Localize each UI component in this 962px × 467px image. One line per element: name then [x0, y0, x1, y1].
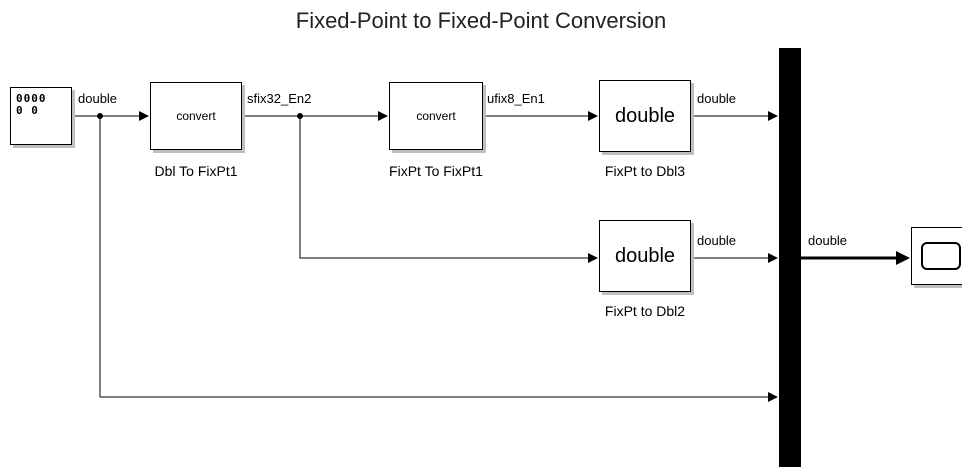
source-block[interactable]: 0000 0 0 [10, 87, 72, 145]
bus-arrowhead [896, 251, 910, 265]
signal-label-convert1-out: sfix32_En2 [247, 91, 312, 106]
dbl-to-fixpt1-block[interactable]: convert [150, 82, 242, 150]
scope-block[interactable] [911, 227, 962, 285]
fixpt-to-dbl3-block[interactable]: double [599, 80, 691, 152]
wire-convert1-to-dbl2 [299, 116, 598, 263]
dbl-to-fixpt1-text: convert [176, 109, 216, 123]
fixpt-to-fixpt1-text: convert [416, 109, 456, 123]
fixpt-to-fixpt1-block[interactable]: convert [389, 82, 483, 150]
fixpt-to-dbl2-label: FixPt to Dbl2 [604, 303, 686, 319]
signal-label-convert2-out: ufix8_En1 [487, 91, 545, 106]
mux-block[interactable] [779, 48, 801, 467]
fixpt-to-dbl2-text: double [614, 244, 676, 267]
signal-label-dbl3-out: double [697, 91, 737, 106]
dbl-to-fixpt1-label: Dbl To FixPt1 [154, 163, 238, 179]
scope-screen-icon [921, 242, 961, 270]
fixpt-to-dbl2-block[interactable]: double [599, 220, 691, 292]
fixpt-to-dbl3-label: FixPt to Dbl3 [604, 163, 686, 179]
branch-point-1 [97, 113, 103, 119]
diagram-title: Fixed-Point to Fixed-Point Conversion [295, 8, 667, 33]
signal-label-mux-out: double [808, 233, 848, 248]
signal-label-dbl2-out: double [697, 233, 737, 248]
fixpt-to-fixpt1-label: FixPt To FixPt1 [389, 163, 483, 179]
signal-label-source: double [78, 91, 118, 106]
fixpt-to-dbl3-text: double [614, 104, 676, 127]
source-block-icon: 0000 0 0 [16, 92, 47, 117]
wire-source-to-mux [99, 116, 778, 402]
branch-point-2 [297, 113, 303, 119]
